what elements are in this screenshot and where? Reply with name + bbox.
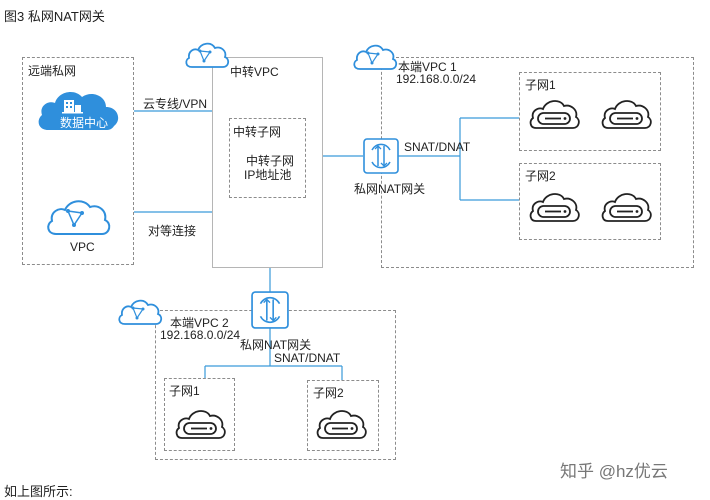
server-cloud-icon xyxy=(601,193,652,222)
local-vpc2-label: 本端VPC 2 xyxy=(170,316,229,330)
vpc-cloud-icon xyxy=(185,42,230,68)
cloud-connect-label: 云专线/VPN xyxy=(143,97,208,111)
transit-subnet-box xyxy=(229,118,306,198)
data-center-icon xyxy=(38,92,119,130)
transit-subnet-inner-2: IP地址池 xyxy=(244,168,292,182)
local-vpc2-cidr: 192.168.0.0/24 xyxy=(160,328,241,342)
remote-private-network-box xyxy=(22,57,134,265)
transit-vpc-label: 中转VPC xyxy=(230,65,279,79)
nat1-snat-dnat-label: SNAT/DNAT xyxy=(404,140,471,154)
transit-subnet-inner-1: 中转子网 xyxy=(246,154,295,168)
nat2-snat-dnat-label: SNAT/DNAT xyxy=(274,351,341,365)
vpc-cloud-icon xyxy=(353,44,398,70)
vpc-cloud-icon xyxy=(118,299,163,325)
nat-gateway-icon xyxy=(363,138,399,174)
vpc1-subnet2-label: 子网2 xyxy=(525,169,556,183)
footer-text: 如上图所示: xyxy=(4,484,73,499)
watermark: 知乎 @hz优云 xyxy=(560,462,668,481)
vpc2-subnet1-label: 子网1 xyxy=(169,384,200,398)
remote-vpc-label: VPC xyxy=(70,240,95,254)
data-center-label: 数据中心 xyxy=(60,116,109,130)
vpc2-subnet2-label: 子网2 xyxy=(313,386,344,400)
peering-label: 对等连接 xyxy=(148,224,197,238)
nat-gateway1-label: 私网NAT网关 xyxy=(354,182,426,196)
server-cloud-icon xyxy=(175,410,226,439)
nat-gateway2-label: 私网NAT网关 xyxy=(240,338,312,352)
vpc1-subnet1-label: 子网1 xyxy=(525,78,556,92)
vpc1-subnet2-box xyxy=(519,163,661,240)
figure-title: 图3 私网NAT网关 xyxy=(4,9,105,24)
server-cloud-icon xyxy=(601,100,652,129)
transit-subnet-label: 中转子网 xyxy=(233,125,282,139)
transit-vpc-box xyxy=(212,57,323,268)
local-vpc1-label: 本端VPC 1 xyxy=(398,60,457,74)
server-cloud-icon xyxy=(316,410,367,439)
nat-gateway-icon xyxy=(251,291,289,329)
server-cloud-icon xyxy=(529,193,580,222)
vpc2-subnet1-box xyxy=(164,378,235,451)
vpc2-subnet2-box xyxy=(307,380,379,451)
server-cloud-icon xyxy=(529,100,580,129)
vpc-cloud-icon xyxy=(47,200,111,235)
remote-private-network-label: 远端私网 xyxy=(28,64,77,78)
vpc1-subnet1-box xyxy=(519,72,661,151)
local-vpc1-cidr: 192.168.0.0/24 xyxy=(396,72,477,86)
